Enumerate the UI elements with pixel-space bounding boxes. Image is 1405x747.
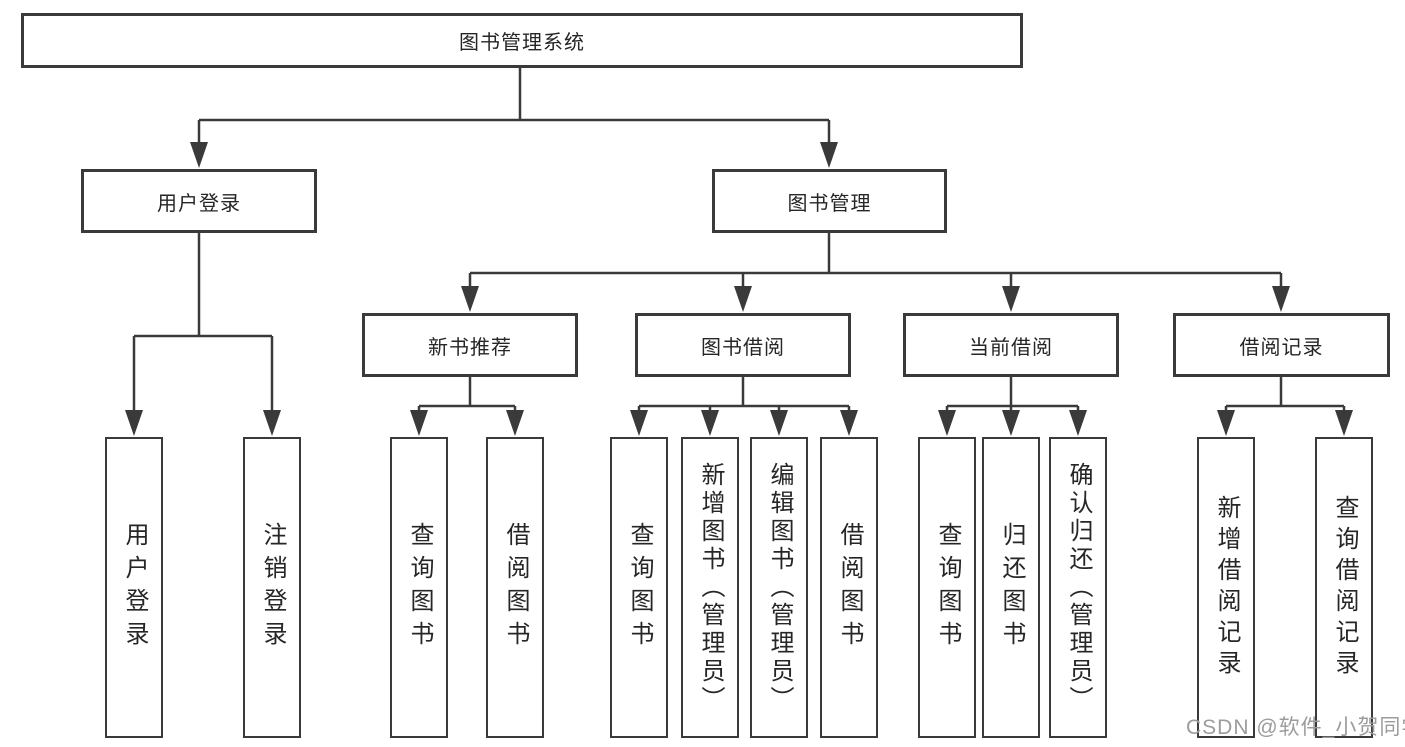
- node-root-system: 图书管理系统: [21, 13, 1023, 68]
- leaf-add-book-admin: 新增图书（管理员）: [681, 437, 739, 738]
- leaf-return-book-label: 归还图书: [998, 521, 1025, 654]
- leaf-logout-login: 注销登录: [243, 437, 301, 738]
- leaf-query-books-borrow: 查询图书: [610, 437, 668, 738]
- leaf-query-borrow-record: 查询借阅记录: [1315, 437, 1373, 738]
- leaf-confirm-return-admin: 确认归还（管理员）: [1049, 437, 1107, 738]
- leaf-query-books-recommend: 查询图书: [390, 437, 448, 738]
- node-book-management-label: 图书管理: [787, 192, 872, 215]
- arrowheads: [125, 142, 1353, 436]
- node-current-borrowing-label: 当前借阅: [969, 336, 1053, 359]
- leaf-confirm-return-admin-label: 确认归还（管理员）: [1065, 461, 1092, 714]
- leaf-add-borrow-record-label: 新增借阅记录: [1213, 494, 1240, 681]
- leaf-add-borrow-record: 新增借阅记录: [1197, 437, 1255, 738]
- leaf-query-borrow-record-label: 查询借阅记录: [1331, 494, 1358, 681]
- node-user-login: 用户登录: [81, 169, 317, 233]
- leaf-user-login-label: 用户登录: [121, 521, 148, 654]
- node-new-book-recommend-label: 新书推荐: [428, 336, 512, 359]
- leaf-query-books-recommend-label: 查询图书: [406, 521, 433, 654]
- node-book-borrowing-label: 图书借阅: [701, 336, 785, 359]
- leaf-edit-book-admin: 编辑图书（管理员）: [750, 437, 808, 738]
- node-borrowing-records-label: 借阅记录: [1239, 336, 1324, 359]
- node-current-borrowing: 当前借阅: [903, 313, 1119, 377]
- leaf-borrow-books-recommend: 借阅图书: [486, 437, 544, 738]
- node-book-borrowing: 图书借阅: [635, 313, 851, 377]
- leaf-borrow-books-recommend-label: 借阅图书: [502, 521, 529, 654]
- node-root-label: 图书管理系统: [459, 32, 585, 54]
- leaf-borrow-books-borrow: 借阅图书: [820, 437, 878, 738]
- leaf-query-books-current-label: 查询图书: [934, 521, 961, 654]
- leaf-edit-book-admin-label: 编辑图书（管理员）: [766, 461, 793, 714]
- leaf-add-book-admin-label: 新增图书（管理员）: [697, 461, 724, 714]
- leaf-query-books-current: 查询图书: [918, 437, 976, 738]
- csdn-watermark: CSDN @软件_小贺同学: [1186, 716, 1405, 739]
- leaf-user-login: 用户登录: [105, 437, 163, 738]
- node-new-book-recommend: 新书推荐: [362, 313, 578, 377]
- node-user-login-label: 用户登录: [157, 192, 241, 215]
- leaf-return-book: 归还图书: [982, 437, 1040, 738]
- leaf-query-books-borrow-label: 查询图书: [626, 521, 653, 654]
- leaf-borrow-books-borrow-label: 借阅图书: [836, 521, 863, 654]
- node-borrowing-records: 借阅记录: [1173, 313, 1390, 377]
- leaf-logout-login-label: 注销登录: [259, 521, 286, 654]
- node-book-management: 图书管理: [712, 169, 947, 233]
